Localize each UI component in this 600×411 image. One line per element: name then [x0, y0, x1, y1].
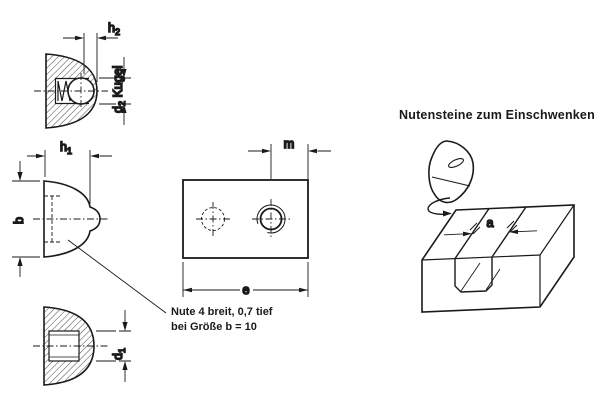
- ball-crosshair: [196, 202, 230, 236]
- block-edges: [421, 204, 575, 307]
- dim-label-d2-kugel: d2 Kugel: [111, 66, 127, 113]
- hidden-lines: [44, 195, 60, 243]
- d2-dimension: [99, 57, 131, 125]
- view-section-thread: d1: [33, 306, 131, 386]
- view-section-ball: h2 d2 Kugel: [34, 20, 131, 129]
- nut-hole-iso: [448, 157, 464, 169]
- dim-label-d1: d1: [111, 348, 127, 360]
- h1-dimension: [27, 150, 112, 204]
- note-text: Nute 4 breit, 0,7 tief bei Größe b = 10: [171, 306, 273, 333]
- view-plan: m e: [182, 136, 331, 298]
- dim-label-h1: h1: [60, 140, 72, 156]
- note-line-2: bei Größe b = 10: [171, 321, 257, 333]
- d1-dimension: [96, 310, 131, 382]
- thread-hole-outer-arc: [256, 204, 286, 234]
- dim-label-a: a: [487, 216, 494, 230]
- hole-crosshair: [252, 199, 291, 239]
- spring-pocket: [54, 77, 89, 105]
- centerline: [34, 73, 108, 109]
- dim-label-m: m: [284, 137, 294, 151]
- nut-body-plan: [182, 179, 309, 259]
- swivel-arrow-icon: [427, 197, 452, 217]
- dim-label-b: b: [12, 217, 26, 224]
- thread-lines: [49, 334, 79, 358]
- slot-inner-edges: [460, 262, 501, 292]
- leader-line: [67, 239, 167, 314]
- h2-dimension: [63, 33, 118, 82]
- view-side: h1 b: [11, 139, 167, 314]
- part-outline: [43, 180, 101, 258]
- m-dimension: [248, 144, 331, 179]
- a-dimension: [443, 220, 538, 237]
- slot-block-iso: a: [421, 204, 575, 313]
- b-dimension: [12, 161, 40, 277]
- view-assembly: a: [421, 140, 575, 313]
- dim-label-h2: h2: [108, 21, 120, 37]
- slot-nut-iso: [428, 140, 475, 204]
- note-line-1: Nute 4 breit, 0,7 tief: [171, 306, 273, 318]
- page-title: Nutensteine zum Einschwenken: [399, 108, 595, 122]
- dim-label-e: e: [243, 283, 250, 297]
- nut-face-edge: [431, 176, 471, 187]
